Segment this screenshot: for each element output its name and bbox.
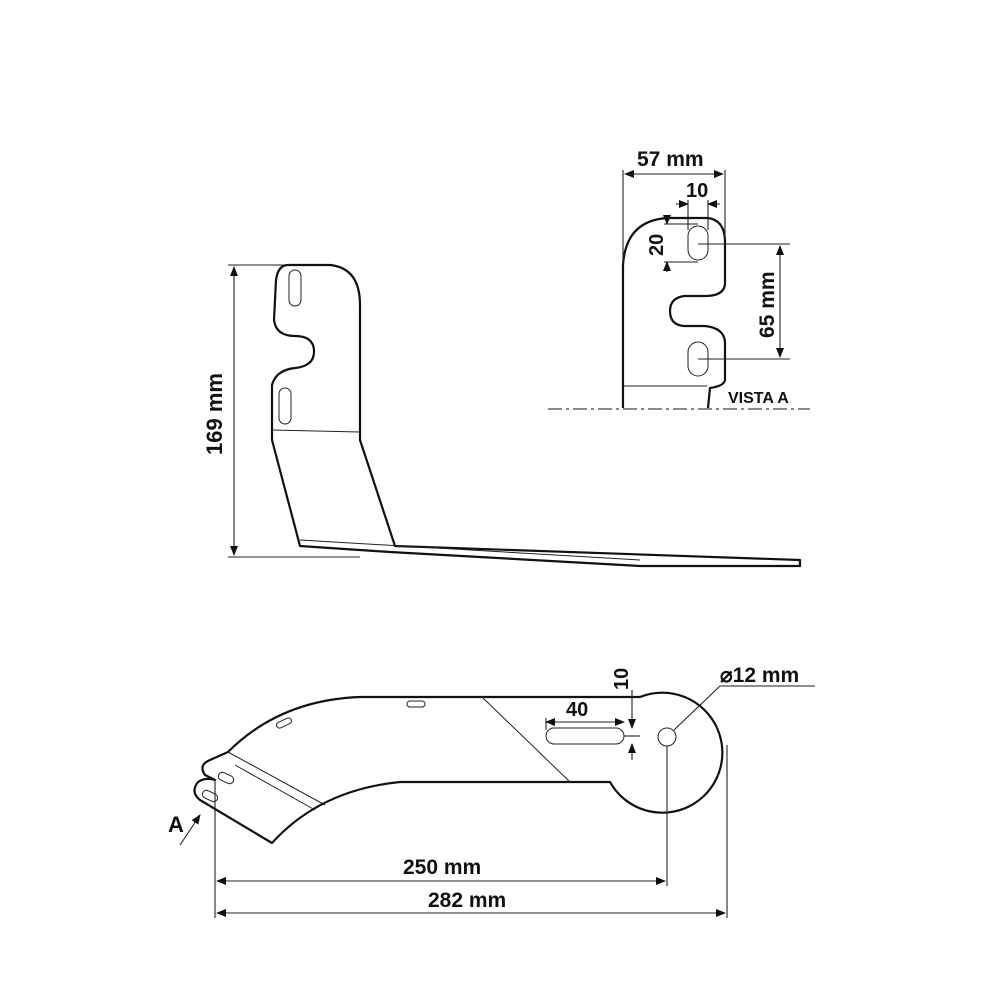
view-a-outline xyxy=(621,216,727,409)
small-slot xyxy=(201,789,219,803)
view-title: VISTA A xyxy=(728,390,789,407)
slot-spacing-label: 65 mm xyxy=(756,271,779,338)
bend-line xyxy=(299,539,641,561)
top-view: 40 10 ⌀12 mm A 250 mm 282 mm xyxy=(168,664,815,918)
small-slot xyxy=(406,700,426,708)
bend-line xyxy=(271,429,361,433)
slot-length-label: 40 xyxy=(566,699,588,721)
view-arrow-label: A xyxy=(168,812,184,837)
bend-line xyxy=(481,696,571,783)
view-arrow xyxy=(179,814,201,846)
small-slot xyxy=(217,771,235,785)
width-label: 57 mm xyxy=(637,148,704,171)
slot-height-label: 20 xyxy=(646,234,668,256)
side-bracket-outline xyxy=(270,263,802,568)
side-view: 169 mm xyxy=(202,263,802,568)
height-label: 169 mm xyxy=(202,373,227,455)
slot-width-label: 10 xyxy=(686,180,708,202)
bend-line xyxy=(227,751,326,806)
view-a: 57 mm 10 20 65 mm VISTA A xyxy=(548,148,810,410)
small-slot xyxy=(275,717,293,729)
top-bracket-outline xyxy=(193,691,724,845)
slot-upper xyxy=(687,225,709,261)
bend-line xyxy=(234,764,316,811)
slot xyxy=(288,269,302,307)
leader-line xyxy=(673,685,721,731)
hole-distance-label: 250 mm xyxy=(403,856,481,879)
slot xyxy=(278,387,292,425)
total-length-label: 282 mm xyxy=(428,889,506,912)
hole-diameter-label: ⌀12 mm xyxy=(720,664,799,687)
slot-offset-label: 10 xyxy=(611,668,633,690)
